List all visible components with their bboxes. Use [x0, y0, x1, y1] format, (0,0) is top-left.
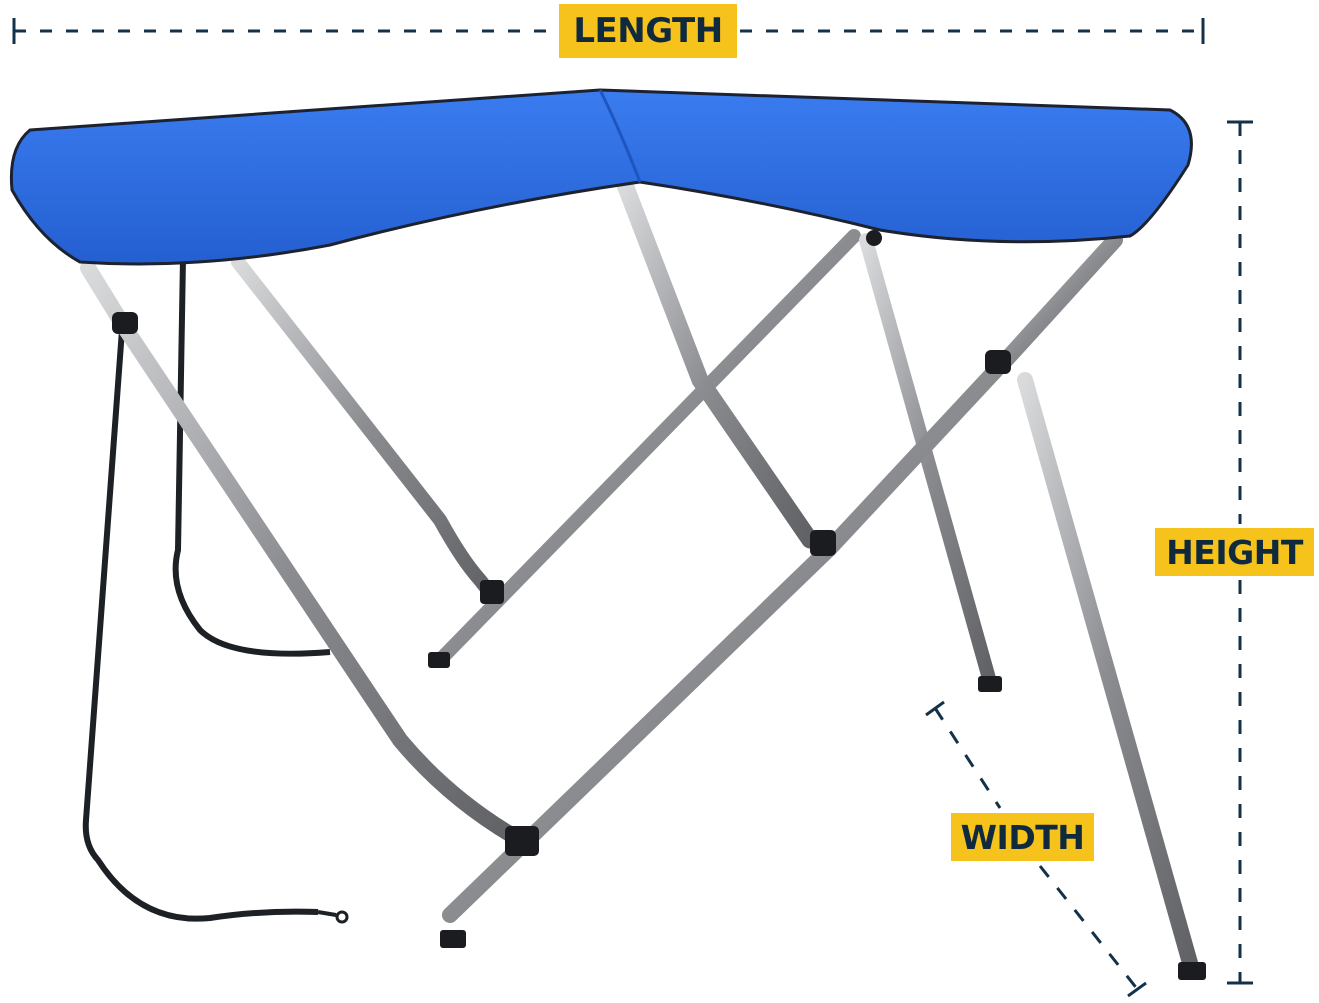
canopy: [9, 88, 1193, 266]
width-label: WIDTH: [951, 813, 1094, 861]
length-label: LENGTH: [559, 4, 737, 58]
width-dimension-line: [925, 700, 1147, 998]
tie-down-strap: [82, 257, 349, 924]
frame-tubes: [80, 176, 1200, 978]
height-label: HEIGHT: [1155, 528, 1314, 576]
length-dimension-line: [12, 18, 1205, 44]
frame-fittings: [112, 230, 1206, 980]
height-dimension-line: [1227, 120, 1253, 985]
